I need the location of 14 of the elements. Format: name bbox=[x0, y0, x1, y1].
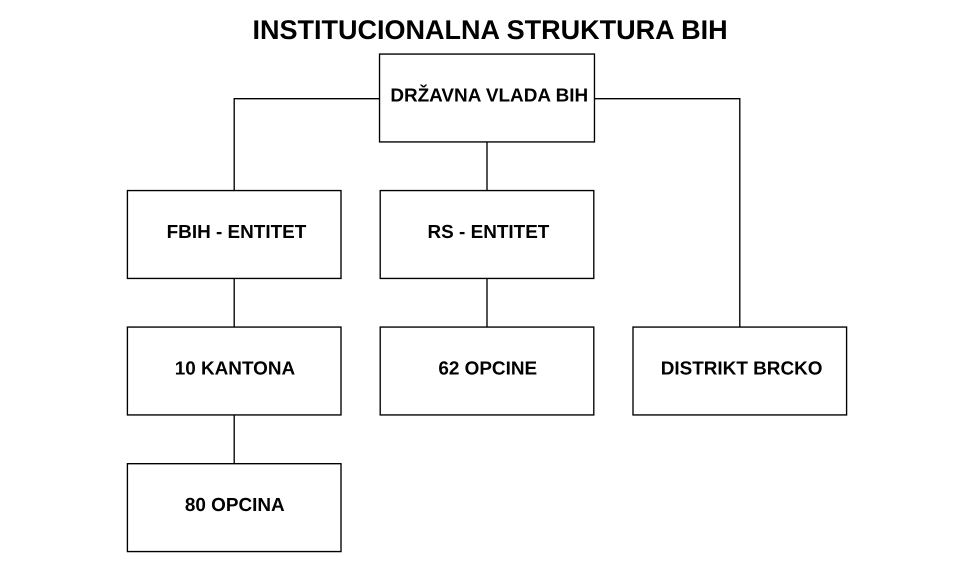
node-box: DRŽAVNA VLADA BIH bbox=[378, 53, 596, 143]
connector bbox=[594, 98, 740, 327]
node-box: 80 OPCINA bbox=[126, 462, 342, 552]
connector bbox=[234, 415, 235, 464]
diagram-title: INSTITUCIONALNA STRUKTURA BIH bbox=[252, 15, 728, 46]
connector bbox=[234, 278, 235, 327]
node-box: 10 KANTONA bbox=[126, 326, 342, 416]
node-box: RS - ENTITET bbox=[380, 190, 594, 280]
connector bbox=[486, 278, 488, 327]
node-box: DISTRIKT BRCKO bbox=[632, 326, 848, 416]
connector bbox=[486, 142, 488, 190]
node-box: FBIH - ENTITET bbox=[126, 190, 342, 280]
node-box: 62 OPCINE bbox=[380, 326, 594, 416]
connector bbox=[234, 98, 380, 190]
